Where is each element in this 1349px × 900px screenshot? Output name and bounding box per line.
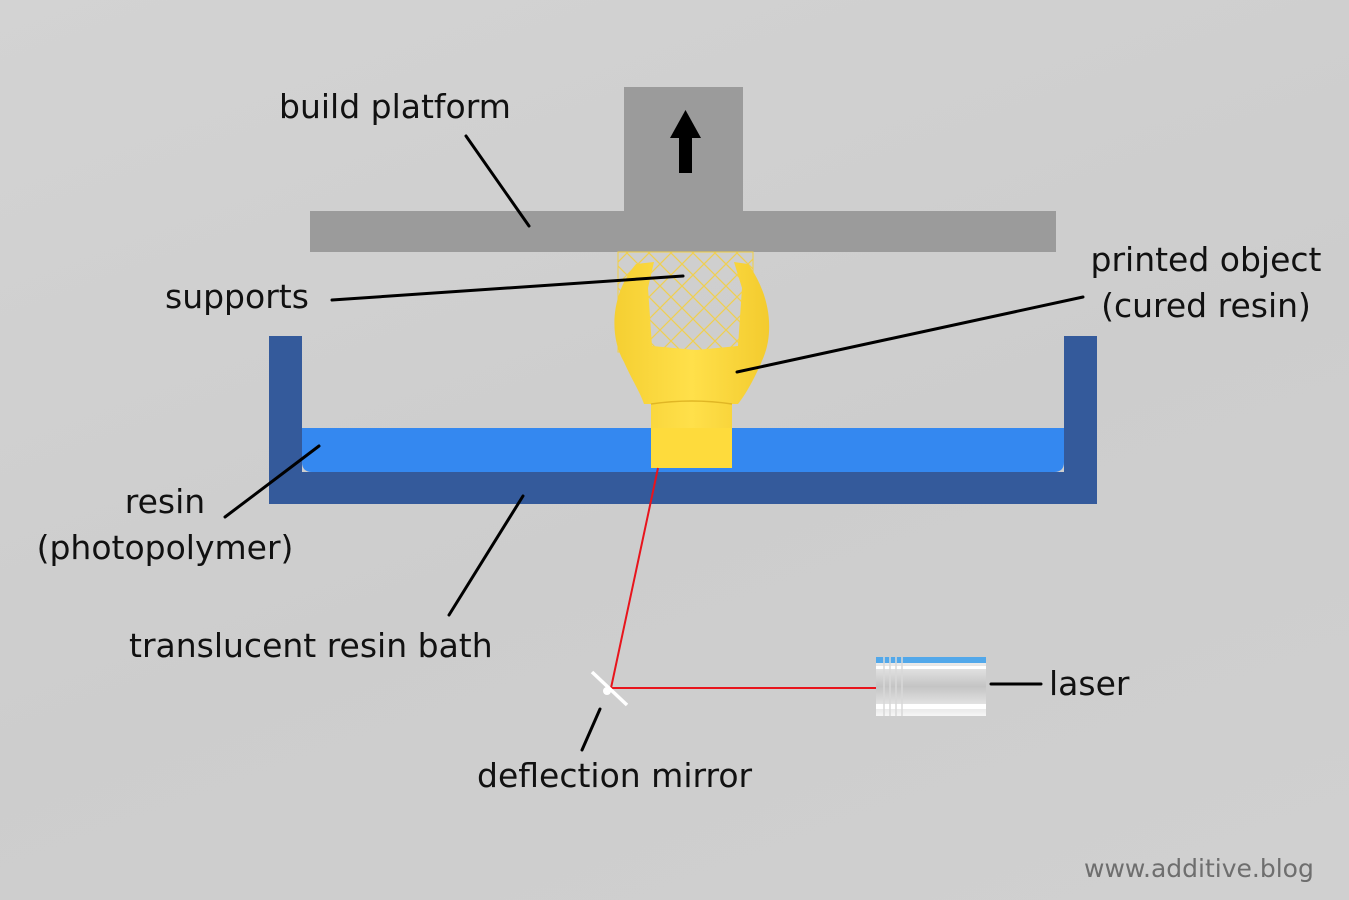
label-printed-object-line2: (cured resin): [1101, 286, 1311, 325]
laser-device: [876, 657, 986, 716]
label-resin: resin (photopolymer): [24, 479, 306, 571]
watermark: www.additive.blog: [1084, 854, 1314, 883]
leader-resin: [223, 444, 321, 519]
printed-object: [614, 262, 770, 468]
resin-bath-tank: [269, 336, 1097, 504]
build-platform-plate: [310, 211, 1056, 252]
leader-resin-bath: [447, 494, 525, 617]
leader-supports: [330, 274, 685, 302]
label-supports: supports: [165, 277, 309, 316]
label-build-platform: build platform: [279, 87, 511, 126]
label-printed-object: printed object (cured resin): [1080, 237, 1332, 329]
leader-mirror: [580, 707, 602, 752]
arrow-up-icon: [670, 110, 701, 173]
deflection-mirror: [590, 670, 629, 707]
label-resin-bath: translucent resin bath: [129, 626, 493, 665]
label-resin-line2: (photopolymer): [36, 528, 294, 567]
label-printed-object-line1: printed object: [1090, 240, 1322, 279]
leader-lines: [223, 134, 1085, 752]
leader-build-platform: [464, 134, 531, 228]
label-deflection-mirror: deflection mirror: [477, 756, 753, 795]
leader-printed-object: [735, 295, 1085, 374]
label-resin-line1: resin: [124, 482, 206, 521]
label-laser: laser: [1049, 664, 1130, 703]
